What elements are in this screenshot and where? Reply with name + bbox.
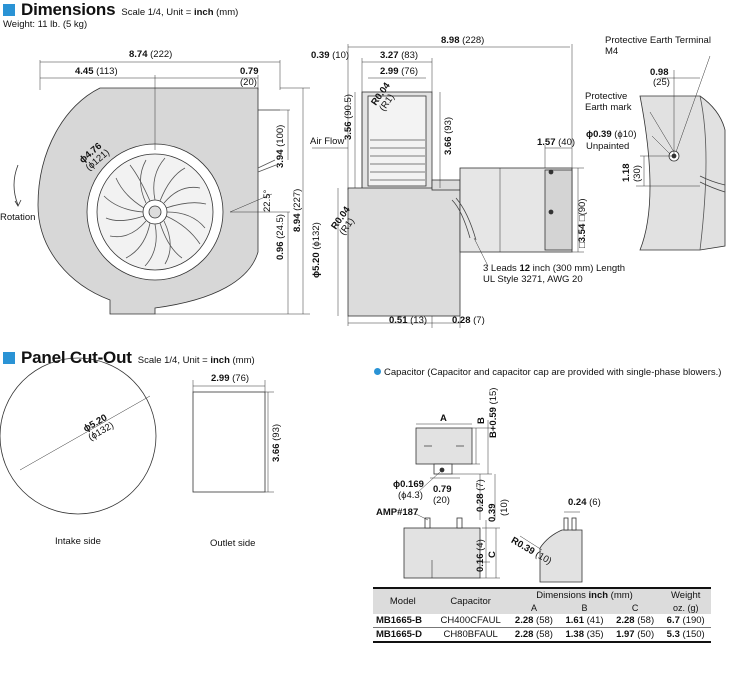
panel-heading: Panel Cut-Out Scale 1/4, Unit = inch (mm…	[3, 348, 255, 368]
earth-mark-label-2: Earth mark	[585, 102, 632, 113]
side-leads	[451, 197, 477, 241]
th-weight: Weight	[660, 587, 711, 602]
dimensions-heading: Dimensions Scale 1/4, Unit = inch (mm)	[3, 0, 238, 20]
dim-side-housing-width: 3.27 (83)	[380, 50, 419, 61]
dim-detail-hole: ϕ0.39 (ϕ10)	[586, 129, 637, 140]
dim-side-motor-width: 1.57 (40)	[537, 137, 576, 148]
dim-cap-hole-mm: (ϕ4.3)	[398, 490, 423, 501]
dim-front-outlet-height: 3.94 (100)	[275, 124, 286, 168]
dim-cap-depth: 0.16 (4)	[475, 539, 486, 572]
dim-front-total-height: 8.94 (227)	[292, 188, 303, 232]
dim-side-upper-height: 3.56 (90.5)	[343, 94, 354, 140]
amp-label: AMP#187	[376, 507, 419, 518]
th-a: A	[508, 602, 560, 614]
spec-table: Model Capacitor Dimensions inch (mm) Wei…	[373, 587, 711, 643]
panel-scale: Scale 1/4, Unit = inch (mm)	[137, 355, 255, 366]
dim-front-low-height: 0.96 (24.5)	[275, 214, 286, 260]
capacitor-side	[403, 527, 481, 579]
detail-panel	[639, 95, 726, 251]
th-dimensions: Dimensions inch (mm)	[508, 587, 661, 602]
panel-title: Panel Cut-Out	[21, 348, 132, 367]
dim-cap-lead-b: 0.39	[487, 503, 498, 523]
earth-mark-label: Protective	[585, 91, 628, 102]
dim-side-diameter: ϕ5.20 (ϕ132)	[311, 222, 322, 278]
unpainted-label: Unpainted	[586, 141, 630, 152]
dim-cap-c: C	[487, 551, 498, 558]
dim-front-outlet-width-mm: (20)	[240, 77, 257, 88]
th-b: B	[559, 602, 610, 614]
wire-stub	[257, 159, 277, 173]
th-model: Model	[373, 587, 433, 614]
outlet-side-label: Outlet side	[210, 538, 256, 549]
dim-side-bottom-a: 0.51 (13)	[389, 315, 428, 326]
dim-panel-height: 3.66 (93)	[271, 423, 282, 462]
dim-cap-b: B	[476, 417, 487, 424]
dim-cap-lead-a: 0.28 (7)	[475, 479, 486, 512]
dim-panel-width: 2.99 (76)	[211, 373, 250, 384]
dim-side-bottom-b: 0.28 (7)	[452, 315, 485, 326]
intake-side-label: Intake side	[55, 536, 101, 547]
dimensions-title: Dimensions	[21, 0, 116, 19]
dimensions-scale: Scale 1/4, Unit = inch (mm)	[121, 7, 239, 18]
side-housing-body	[347, 187, 461, 317]
bullet-icon	[374, 368, 381, 375]
dim-front-outlet-width: 0.79	[240, 66, 259, 77]
th-c: C	[609, 602, 661, 614]
dim-front-total-width: 8.74 (222)	[129, 49, 173, 60]
earth-terminal-label: Protective Earth Terminal	[605, 35, 711, 46]
weight-text: Weight: 11 lb. (5 kg)	[3, 19, 88, 30]
table-row: MB1665-B CH400CFAUL 2.28 (58) 1.61 (41) …	[373, 614, 711, 628]
th-weight-unit: oz. (g)	[660, 602, 711, 614]
dim-side-outlet-width: 2.99 (76)	[380, 66, 419, 77]
dim-cap-lead-b-mm: (10)	[499, 499, 510, 516]
capacitor-note: Capacitor (Capacitor and capacitor cap a…	[374, 367, 721, 378]
section-marker-icon	[3, 352, 15, 364]
dim-cap-a: A	[440, 413, 447, 424]
dim-cap-tab: 0.24 (6)	[568, 497, 601, 508]
air-flow-label: Air Flow	[310, 136, 345, 147]
th-capacitor: Capacitor	[432, 587, 509, 614]
table-row: MB1665-D CH80BFAUL 2.28 (58) 1.38 (35) 1…	[373, 627, 711, 643]
wheel-blades	[103, 157, 207, 267]
rotation-label: Rotation	[0, 212, 36, 223]
dim-front-left-width: 4.45 (113)	[75, 66, 118, 77]
outlet-cutout	[192, 391, 266, 493]
dim-detail-height-mm: (30)	[632, 165, 643, 182]
dim-cap-gap-mm: (20)	[433, 495, 450, 506]
dim-side-motor-square: □3.54 □(90)	[577, 198, 588, 248]
leads-ul-label: UL Style 3271, AWG 20	[483, 274, 583, 285]
dim-side-outlet-height: 3.66 (93)	[443, 116, 454, 155]
leads-label: 3 Leads 12 inch (300 mm) Length	[483, 263, 626, 274]
dim-cap-gap: 0.79	[433, 484, 452, 495]
dim-side-total-width: 8.98 (228)	[441, 35, 485, 46]
earth-terminal-size: M4	[605, 46, 619, 57]
dim-cap-b-plus: B+0.59 (15)	[488, 387, 499, 438]
dim-front-angle: 22.5°	[262, 189, 273, 212]
intake-cutout	[0, 357, 157, 515]
section-marker-icon	[3, 4, 15, 16]
dim-cap-hole: ϕ0.169	[393, 479, 424, 490]
dim-detail-width: 0.98	[650, 67, 669, 78]
dim-side-flange: 0.39 (10)	[311, 50, 350, 61]
dim-detail-width-mm: (25)	[653, 77, 670, 88]
dim-detail-height: 1.18	[621, 163, 632, 183]
